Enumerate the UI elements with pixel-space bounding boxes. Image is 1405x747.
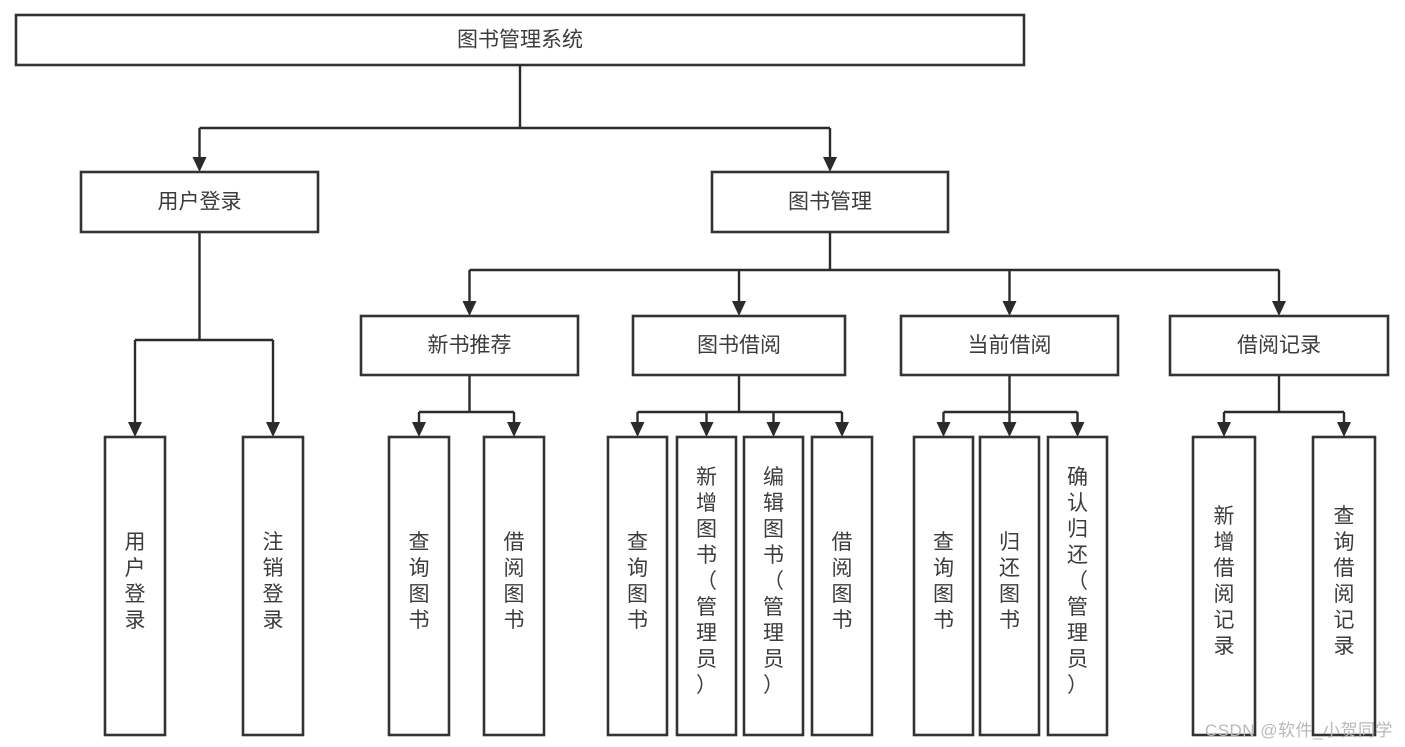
node-leaf-borrow-book-b[interactable]: 借阅图书 xyxy=(810,435,874,737)
node-leaf-add-record[interactable]: 新增借阅记录 xyxy=(1191,435,1257,737)
node-leaf-borrow-book-a-rect xyxy=(482,435,546,737)
book-manage-to-level3-branch-2-arrowhead xyxy=(1002,301,1017,316)
node-leaf-query-book-c-label: 查询图书 xyxy=(933,531,954,632)
csdn-watermark: CSDN @软件_小贺同学 xyxy=(1204,721,1393,740)
node-leaf-add-book-label: 新增图书（管理员） xyxy=(696,466,717,697)
node-current-borrow-label: 当前借阅 xyxy=(968,334,1052,357)
book-manage-to-level3-branch-0-arrowhead xyxy=(462,301,477,316)
new-book-recommend-to-leaves-branch-1-arrowhead xyxy=(507,422,521,437)
node-leaf-return-book-label: 归还图书 xyxy=(999,531,1020,632)
node-leaf-confirm-return-label: 确认归还（管理员） xyxy=(1067,466,1088,697)
connector-layer xyxy=(128,65,1351,437)
node-book-manage[interactable]: 图书管理 xyxy=(710,170,950,234)
node-borrow-record-rect xyxy=(1168,314,1390,377)
current-borrow-to-leaves-branch-0-arrowhead xyxy=(936,422,951,437)
node-leaf-logout-rect xyxy=(241,435,305,737)
node-root-label: 图书管理系统 xyxy=(457,29,583,52)
node-leaf-logout-label: 注销登录 xyxy=(263,531,284,632)
book-borrow-to-leaves-branch-2-arrowhead xyxy=(766,422,781,437)
book-borrow-to-leaves-branch-0-arrowhead xyxy=(630,422,645,437)
node-new-book-recommend-rect xyxy=(359,314,580,377)
node-leaf-borrow-book-a-label: 借阅图书 xyxy=(504,531,525,632)
node-borrow-record-label: 借阅记录 xyxy=(1237,334,1321,357)
node-leaf-borrow-book-b-rect xyxy=(810,435,874,737)
node-leaf-query-book-b[interactable]: 查询图书 xyxy=(606,435,669,737)
node-leaf-add-book[interactable]: 新增图书（管理员） xyxy=(675,435,738,737)
node-leaf-add-record-rect xyxy=(1191,435,1257,737)
user-login-to-leaves-branch-1-arrowhead xyxy=(266,422,280,437)
node-layer: 图书管理系统用户登录图书管理新书推荐图书借阅当前借阅借阅记录用户登录注销登录查询… xyxy=(14,13,1390,737)
node-new-book-recommend[interactable]: 新书推荐 xyxy=(359,314,580,377)
current-borrow-to-leaves-branch-1-arrowhead xyxy=(1002,422,1017,437)
node-book-borrow[interactable]: 图书借阅 xyxy=(631,314,847,377)
node-leaf-user-login-label: 用户登录 xyxy=(125,531,146,632)
node-leaf-edit-book-rect xyxy=(742,435,805,737)
node-leaf-confirm-return-rect xyxy=(1046,435,1109,737)
user-login-to-leaves-branch-0-arrowhead xyxy=(128,422,142,437)
node-current-borrow-rect xyxy=(899,314,1120,377)
node-user-login[interactable]: 用户登录 xyxy=(79,170,320,234)
node-leaf-confirm-return[interactable]: 确认归还（管理员） xyxy=(1046,435,1109,737)
node-leaf-query-record[interactable]: 查询借阅记录 xyxy=(1311,435,1377,737)
book-manage-to-level3-branch-1-arrowhead xyxy=(732,301,746,316)
node-leaf-query-book-b-label: 查询图书 xyxy=(627,531,648,632)
book-borrow-to-leaves-branch-3-arrowhead xyxy=(835,422,849,437)
node-user-login-label: 用户登录 xyxy=(158,191,242,214)
node-leaf-query-book-c[interactable]: 查询图书 xyxy=(912,435,975,737)
node-leaf-borrow-book-b-label: 借阅图书 xyxy=(832,531,853,632)
node-leaf-query-book-a-rect xyxy=(387,435,451,737)
node-leaf-query-record-label: 查询借阅记录 xyxy=(1334,505,1355,658)
node-leaf-query-book-a-label: 查询图书 xyxy=(409,531,430,632)
node-leaf-return-book-rect xyxy=(978,435,1041,737)
node-book-borrow-rect xyxy=(631,314,847,377)
node-borrow-record[interactable]: 借阅记录 xyxy=(1168,314,1390,377)
node-book-borrow-label: 图书借阅 xyxy=(697,334,781,357)
current-borrow-to-leaves-branch-2-arrowhead xyxy=(1070,422,1085,437)
root-to-level2-branch-0-arrowhead xyxy=(192,157,207,172)
new-book-recommend-to-leaves-branch-0-arrowhead xyxy=(412,422,426,437)
node-leaf-logout[interactable]: 注销登录 xyxy=(241,435,305,737)
node-leaf-query-book-c-rect xyxy=(912,435,975,737)
node-root-rect xyxy=(14,13,1026,67)
node-book-manage-label: 图书管理 xyxy=(788,191,872,214)
root-to-level2-branch-1-arrowhead xyxy=(823,157,837,172)
node-root[interactable]: 图书管理系统 xyxy=(14,13,1026,67)
node-leaf-query-book-a[interactable]: 查询图书 xyxy=(387,435,451,737)
node-leaf-user-login-rect xyxy=(103,435,167,737)
node-leaf-edit-book[interactable]: 编辑图书（管理员） xyxy=(742,435,805,737)
node-book-manage-rect xyxy=(710,170,950,234)
node-current-borrow[interactable]: 当前借阅 xyxy=(899,314,1120,377)
node-leaf-query-record-rect xyxy=(1311,435,1377,737)
node-leaf-return-book[interactable]: 归还图书 xyxy=(978,435,1041,737)
node-new-book-recommend-label: 新书推荐 xyxy=(428,334,512,357)
book-borrow-to-leaves-branch-1-arrowhead xyxy=(699,422,714,437)
node-leaf-add-book-rect xyxy=(675,435,738,737)
node-user-login-rect xyxy=(79,170,320,234)
borrow-record-to-leaves-branch-0-arrowhead xyxy=(1217,422,1231,437)
book-manage-to-level3-branch-3-arrowhead xyxy=(1272,301,1286,316)
borrow-record-to-leaves-branch-1-arrowhead xyxy=(1337,422,1351,437)
node-leaf-query-book-b-rect xyxy=(606,435,669,737)
node-leaf-add-record-label: 新增借阅记录 xyxy=(1214,505,1235,658)
node-leaf-borrow-book-a[interactable]: 借阅图书 xyxy=(482,435,546,737)
node-leaf-user-login[interactable]: 用户登录 xyxy=(103,435,167,737)
node-leaf-edit-book-label: 编辑图书（管理员） xyxy=(763,466,784,697)
